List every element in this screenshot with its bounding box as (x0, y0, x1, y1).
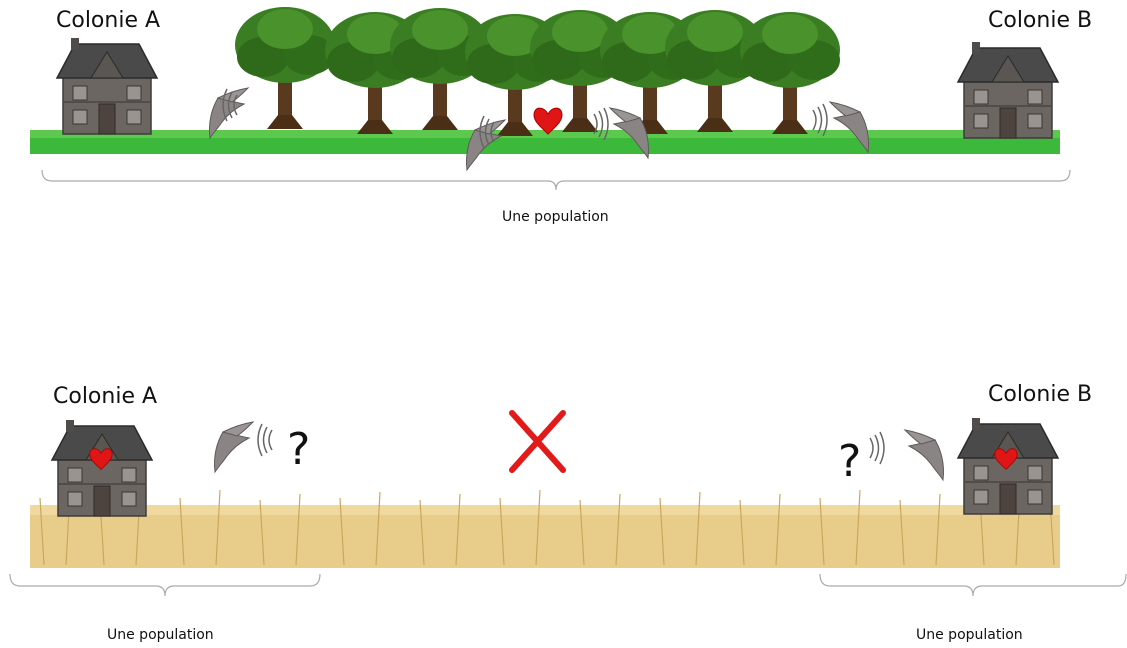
dry-grass-field (30, 489, 1060, 568)
question-mark: ? (838, 436, 862, 487)
colony-b-label: Colonie B (988, 8, 1093, 33)
colony-b-label: Colonie B (988, 382, 1093, 407)
population-label: Une population (502, 209, 609, 225)
population-brace-left (9, 573, 321, 597)
bat-icon (213, 421, 254, 473)
top-grass-strip (30, 130, 1060, 154)
colony-a-label: Colonie A (56, 8, 161, 33)
population-label-right: Une population (916, 627, 1023, 643)
tree-icon (740, 12, 840, 134)
population-brace-right (819, 573, 1127, 597)
house-icon (56, 37, 158, 135)
tree-icon (235, 7, 335, 129)
sound-waves-icon (869, 431, 885, 465)
cross-icon (509, 410, 566, 473)
population-brace (41, 169, 1071, 191)
house-icon (957, 41, 1059, 139)
population-label-left: Une population (107, 627, 214, 643)
bat-icon (904, 429, 945, 481)
question-mark: ? (287, 424, 311, 475)
colony-a-label: Colonie A (53, 384, 158, 409)
sound-waves-icon (257, 423, 273, 457)
